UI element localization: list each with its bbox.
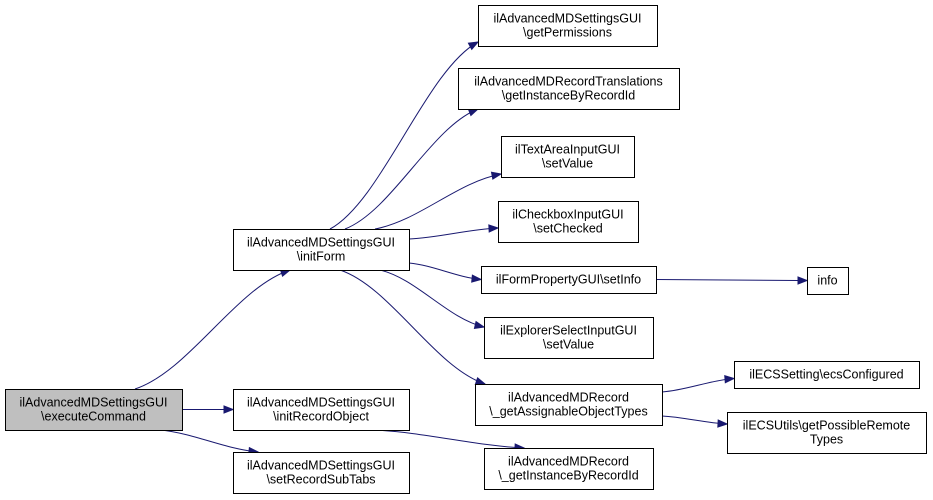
edge-get-assignable-object-types-to-ecs-configured: [661, 378, 735, 393]
node-box: [727, 412, 927, 454]
node-explorer-set-value[interactable]: ilExplorerSelectInputGUI\setValue: [484, 317, 654, 359]
node-box: [233, 389, 410, 431]
arrowhead-init-record-object: [223, 405, 235, 414]
node-get-permissions[interactable]: ilAdvancedMDSettingsGUI\getPermissions: [478, 5, 658, 47]
node-label-line: ilECSSetting\ecsConfigured: [749, 368, 903, 382]
node-label-line: \_getAssignableObjectTypes: [489, 405, 647, 419]
node-label-line: \setChecked: [533, 222, 603, 236]
edge-init-form-to-get-instance-by-record-id-tr: [344, 108, 479, 230]
node-label-line: ilAdvancedMDSettingsGUI: [247, 396, 395, 410]
edge-get-assignable-object-types-to-get-possible-remote-types: [661, 415, 728, 425]
node-get-assignable-object-types[interactable]: ilAdvancedMDRecord\_getAssignableObjectT…: [475, 384, 663, 426]
node-checkbox-set-checked[interactable]: ilCheckboxInputGUI\setChecked: [498, 201, 639, 243]
node-box: [501, 136, 635, 178]
node-label-line: Types: [810, 433, 843, 447]
nodes-layer: ilAdvancedMDSettingsGUI\executeCommandil…: [5, 5, 927, 494]
node-box: [481, 266, 657, 294]
node-label-line: info: [817, 274, 837, 288]
node-box: [734, 361, 920, 389]
edge-init-form-to-checkbox-set-checked: [408, 227, 499, 240]
node-label-line: ilAdvancedMDSettingsGUI: [247, 459, 395, 473]
node-info[interactable]: info: [807, 267, 849, 295]
node-ecs-configured[interactable]: ilECSSetting\ecsConfigured: [734, 361, 920, 389]
node-label-line: \executeCommand: [41, 410, 146, 424]
arrowhead-get-possible-remote-types: [717, 419, 729, 428]
arrowhead-explorer-set-value: [473, 320, 486, 329]
node-box: [498, 201, 639, 243]
arrowhead-ecs-configured: [724, 375, 736, 384]
node-execute-command[interactable]: ilAdvancedMDSettingsGUI\executeCommand: [5, 389, 183, 431]
node-box: [5, 389, 183, 431]
node-set-record-sub-tabs[interactable]: ilAdvancedMDSettingsGUI\setRecordSubTabs: [233, 452, 410, 494]
node-box: [807, 267, 849, 295]
arrowhead-info: [797, 276, 809, 285]
node-set-info[interactable]: ilFormPropertyGUI\setInfo: [481, 266, 657, 294]
node-label-line: ilAdvancedMDRecord: [508, 455, 629, 469]
node-label-line: \initForm: [297, 250, 346, 264]
node-label-line: ilAdvancedMDRecord: [508, 391, 629, 405]
node-label-line: ilCheckboxInputGUI: [512, 208, 623, 222]
node-label-line: \getPermissions: [523, 26, 612, 40]
edges-layer: [134, 41, 809, 456]
node-box: [475, 384, 663, 426]
node-label-line: \_getInstanceByRecordId: [498, 469, 638, 483]
node-get-instance-by-record-id-rec[interactable]: ilAdvancedMDRecord\_getInstanceByRecordI…: [484, 448, 654, 490]
node-box: [484, 317, 654, 359]
arrowhead-set-info: [471, 274, 483, 283]
arrowhead-get-assignable-object-types: [474, 376, 487, 385]
node-label-line: \getInstanceByRecordId: [502, 89, 635, 103]
node-label-line: ilECSUtils\getPossibleRemote: [743, 419, 910, 433]
edge-init-form-to-get-permissions: [329, 41, 479, 230]
edge-init-form-to-get-assignable-object-types: [339, 269, 486, 385]
node-box: [458, 68, 680, 110]
node-label-line: \setRecordSubTabs: [266, 473, 375, 487]
edge-init-form-to-set-info: [408, 262, 482, 280]
node-box: [233, 452, 410, 494]
edge-init-form-to-text-area-set-value: [374, 173, 502, 230]
node-box: [478, 5, 658, 47]
edge-init-record-object-to-get-instance-by-record-id-rec: [374, 429, 525, 449]
arrowhead-text-area-set-value: [490, 171, 503, 180]
node-label-line: ilTextAreaInputGUI: [515, 143, 620, 157]
node-label-line: ilAdvancedMDSettingsGUI: [494, 12, 642, 26]
node-box: [484, 448, 654, 490]
node-label-line: ilExplorerSelectInputGUI: [500, 324, 637, 338]
edge-set-info-to-info: [655, 279, 799, 281]
edge-init-form-to-explorer-set-value: [379, 269, 485, 328]
node-label-line: ilFormPropertyGUI\setInfo: [496, 273, 641, 287]
node-text-area-set-value[interactable]: ilTextAreaInputGUI\setValue: [501, 136, 635, 178]
node-get-instance-by-record-id-tr[interactable]: ilAdvancedMDRecordTranslations\getInstan…: [458, 68, 680, 110]
node-label-line: \initRecordObject: [273, 410, 369, 424]
node-label-line: ilAdvancedMDRecordTranslations: [474, 75, 663, 89]
node-init-form[interactable]: ilAdvancedMDSettingsGUI\initForm: [233, 229, 410, 271]
node-label-line: \setValue: [542, 157, 593, 171]
edge-execute-command-to-init-form: [134, 269, 291, 390]
node-box: [233, 229, 410, 271]
node-init-record-object[interactable]: ilAdvancedMDSettingsGUI\initRecordObject: [233, 389, 410, 431]
arrowhead-checkbox-set-checked: [488, 224, 500, 233]
arrowhead-get-permissions: [467, 41, 480, 51]
node-label-line: ilAdvancedMDSettingsGUI: [247, 236, 395, 250]
node-label-line: ilAdvancedMDSettingsGUI: [20, 396, 168, 410]
edge-execute-command-to-set-record-sub-tabs: [159, 429, 259, 453]
node-label-line: \setValue: [543, 338, 594, 352]
